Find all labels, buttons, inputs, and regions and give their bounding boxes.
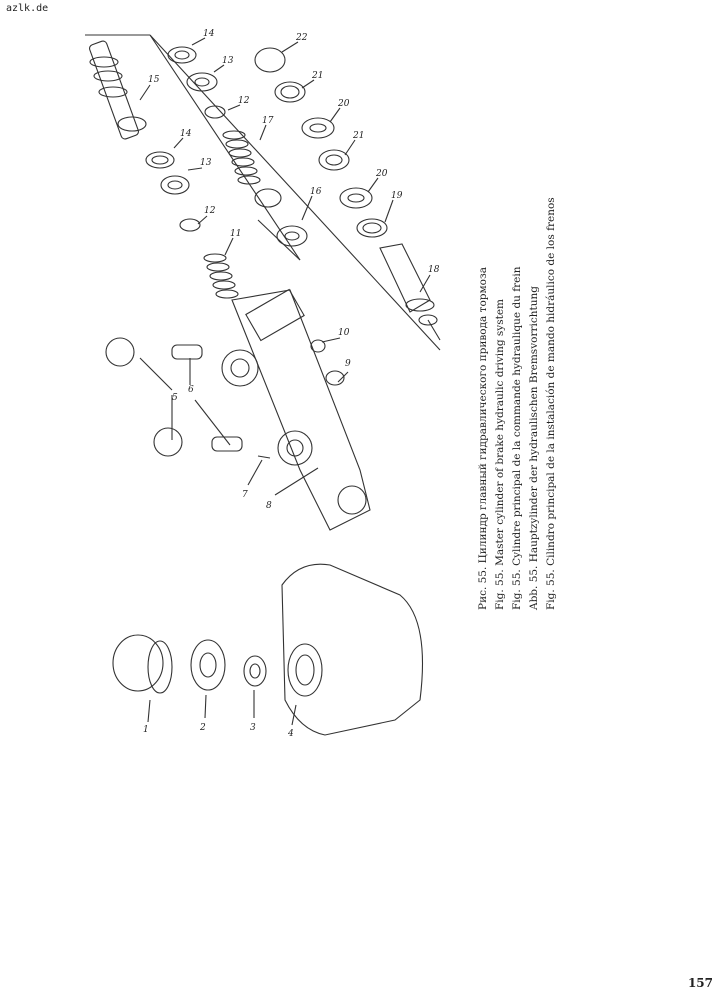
label-10: 10 <box>338 328 350 338</box>
label-22: 22 <box>295 33 308 43</box>
ring-20-top <box>301 117 335 139</box>
boundary-line <box>257 219 301 261</box>
reservoir-4 <box>281 563 424 736</box>
ring-14-left <box>145 151 175 169</box>
clip-22 <box>254 47 286 73</box>
label-18: 18 <box>428 265 440 275</box>
caption-de: Abb. 55. Hauptzylinder der hydraulischen… <box>528 286 540 610</box>
boundary-line <box>149 34 441 351</box>
caption-fr: Fig. 55. Cylindre principal de la comman… <box>511 266 523 610</box>
ring-21-top <box>274 81 306 103</box>
caption-en: Fig. 55. Master cylinder of brake hydrau… <box>494 298 506 610</box>
bolt-6-top <box>171 344 203 360</box>
label-15: 15 <box>148 75 160 85</box>
label-5: 5 <box>172 393 178 403</box>
caption-es: Fig. 55. Cilindro principal de la instal… <box>545 197 557 610</box>
label-2: 2 <box>199 723 206 733</box>
cup-16 <box>254 188 282 208</box>
label-14-right: 14 <box>203 29 215 39</box>
label-6: 6 <box>188 385 194 395</box>
caption-ru: Рис. 55. Цилиндр главный гидравлического… <box>477 267 489 610</box>
nut-9 <box>325 370 345 386</box>
label-8: 8 <box>266 501 272 511</box>
pushrod-18 <box>379 243 441 341</box>
washer-12-right <box>204 105 226 119</box>
washer-10 <box>310 339 326 353</box>
label-12-right: 12 <box>238 96 250 106</box>
seal-16 <box>276 225 308 247</box>
ring-14-right <box>167 46 197 64</box>
label-12-left: 12 <box>204 206 216 216</box>
cap-1 <box>112 634 173 694</box>
label-13-right: 13 <box>222 56 234 66</box>
label-3: 3 <box>250 723 256 733</box>
label-11: 11 <box>230 229 241 239</box>
label-19: 19 <box>391 191 403 201</box>
label-13-left: 13 <box>200 158 212 168</box>
label-4: 4 <box>287 729 294 739</box>
ring-20-bottom <box>339 187 373 209</box>
label-7: 7 <box>242 490 248 500</box>
label-14-left: 14 <box>180 129 192 139</box>
figure-caption: Рис. 55. Цилиндр главный гидравлического… <box>475 197 560 610</box>
washer-12-left <box>179 218 201 232</box>
piston-15 <box>89 40 147 140</box>
ring-19 <box>356 218 388 238</box>
label-21-bottom: 21 <box>352 131 364 141</box>
screw-7 <box>257 455 271 459</box>
strainer-3 <box>243 655 267 687</box>
label-9: 9 <box>345 359 351 369</box>
valve-5-top <box>105 337 135 367</box>
spring-17 <box>222 130 261 185</box>
cylinder-body-8 <box>221 288 371 531</box>
label-16: 16 <box>310 187 322 197</box>
label-17: 17 <box>262 116 274 126</box>
label-1: 1 <box>143 725 149 735</box>
ring-13-left <box>160 175 190 195</box>
boundary-line <box>149 34 301 261</box>
gasket-2 <box>190 639 226 691</box>
ring-13-right <box>186 72 218 92</box>
page-number: 157 <box>687 976 713 990</box>
ring-21-bottom <box>318 149 350 171</box>
site-watermark: azlk.de <box>6 3 49 14</box>
label-20-bottom: 20 <box>375 169 388 179</box>
label-21-top: 21 <box>311 71 323 81</box>
spring-11 <box>203 253 239 299</box>
label-20-top: 20 <box>337 99 350 109</box>
bolt-6-bottom <box>211 436 243 452</box>
valve-5-bottom <box>153 427 183 457</box>
